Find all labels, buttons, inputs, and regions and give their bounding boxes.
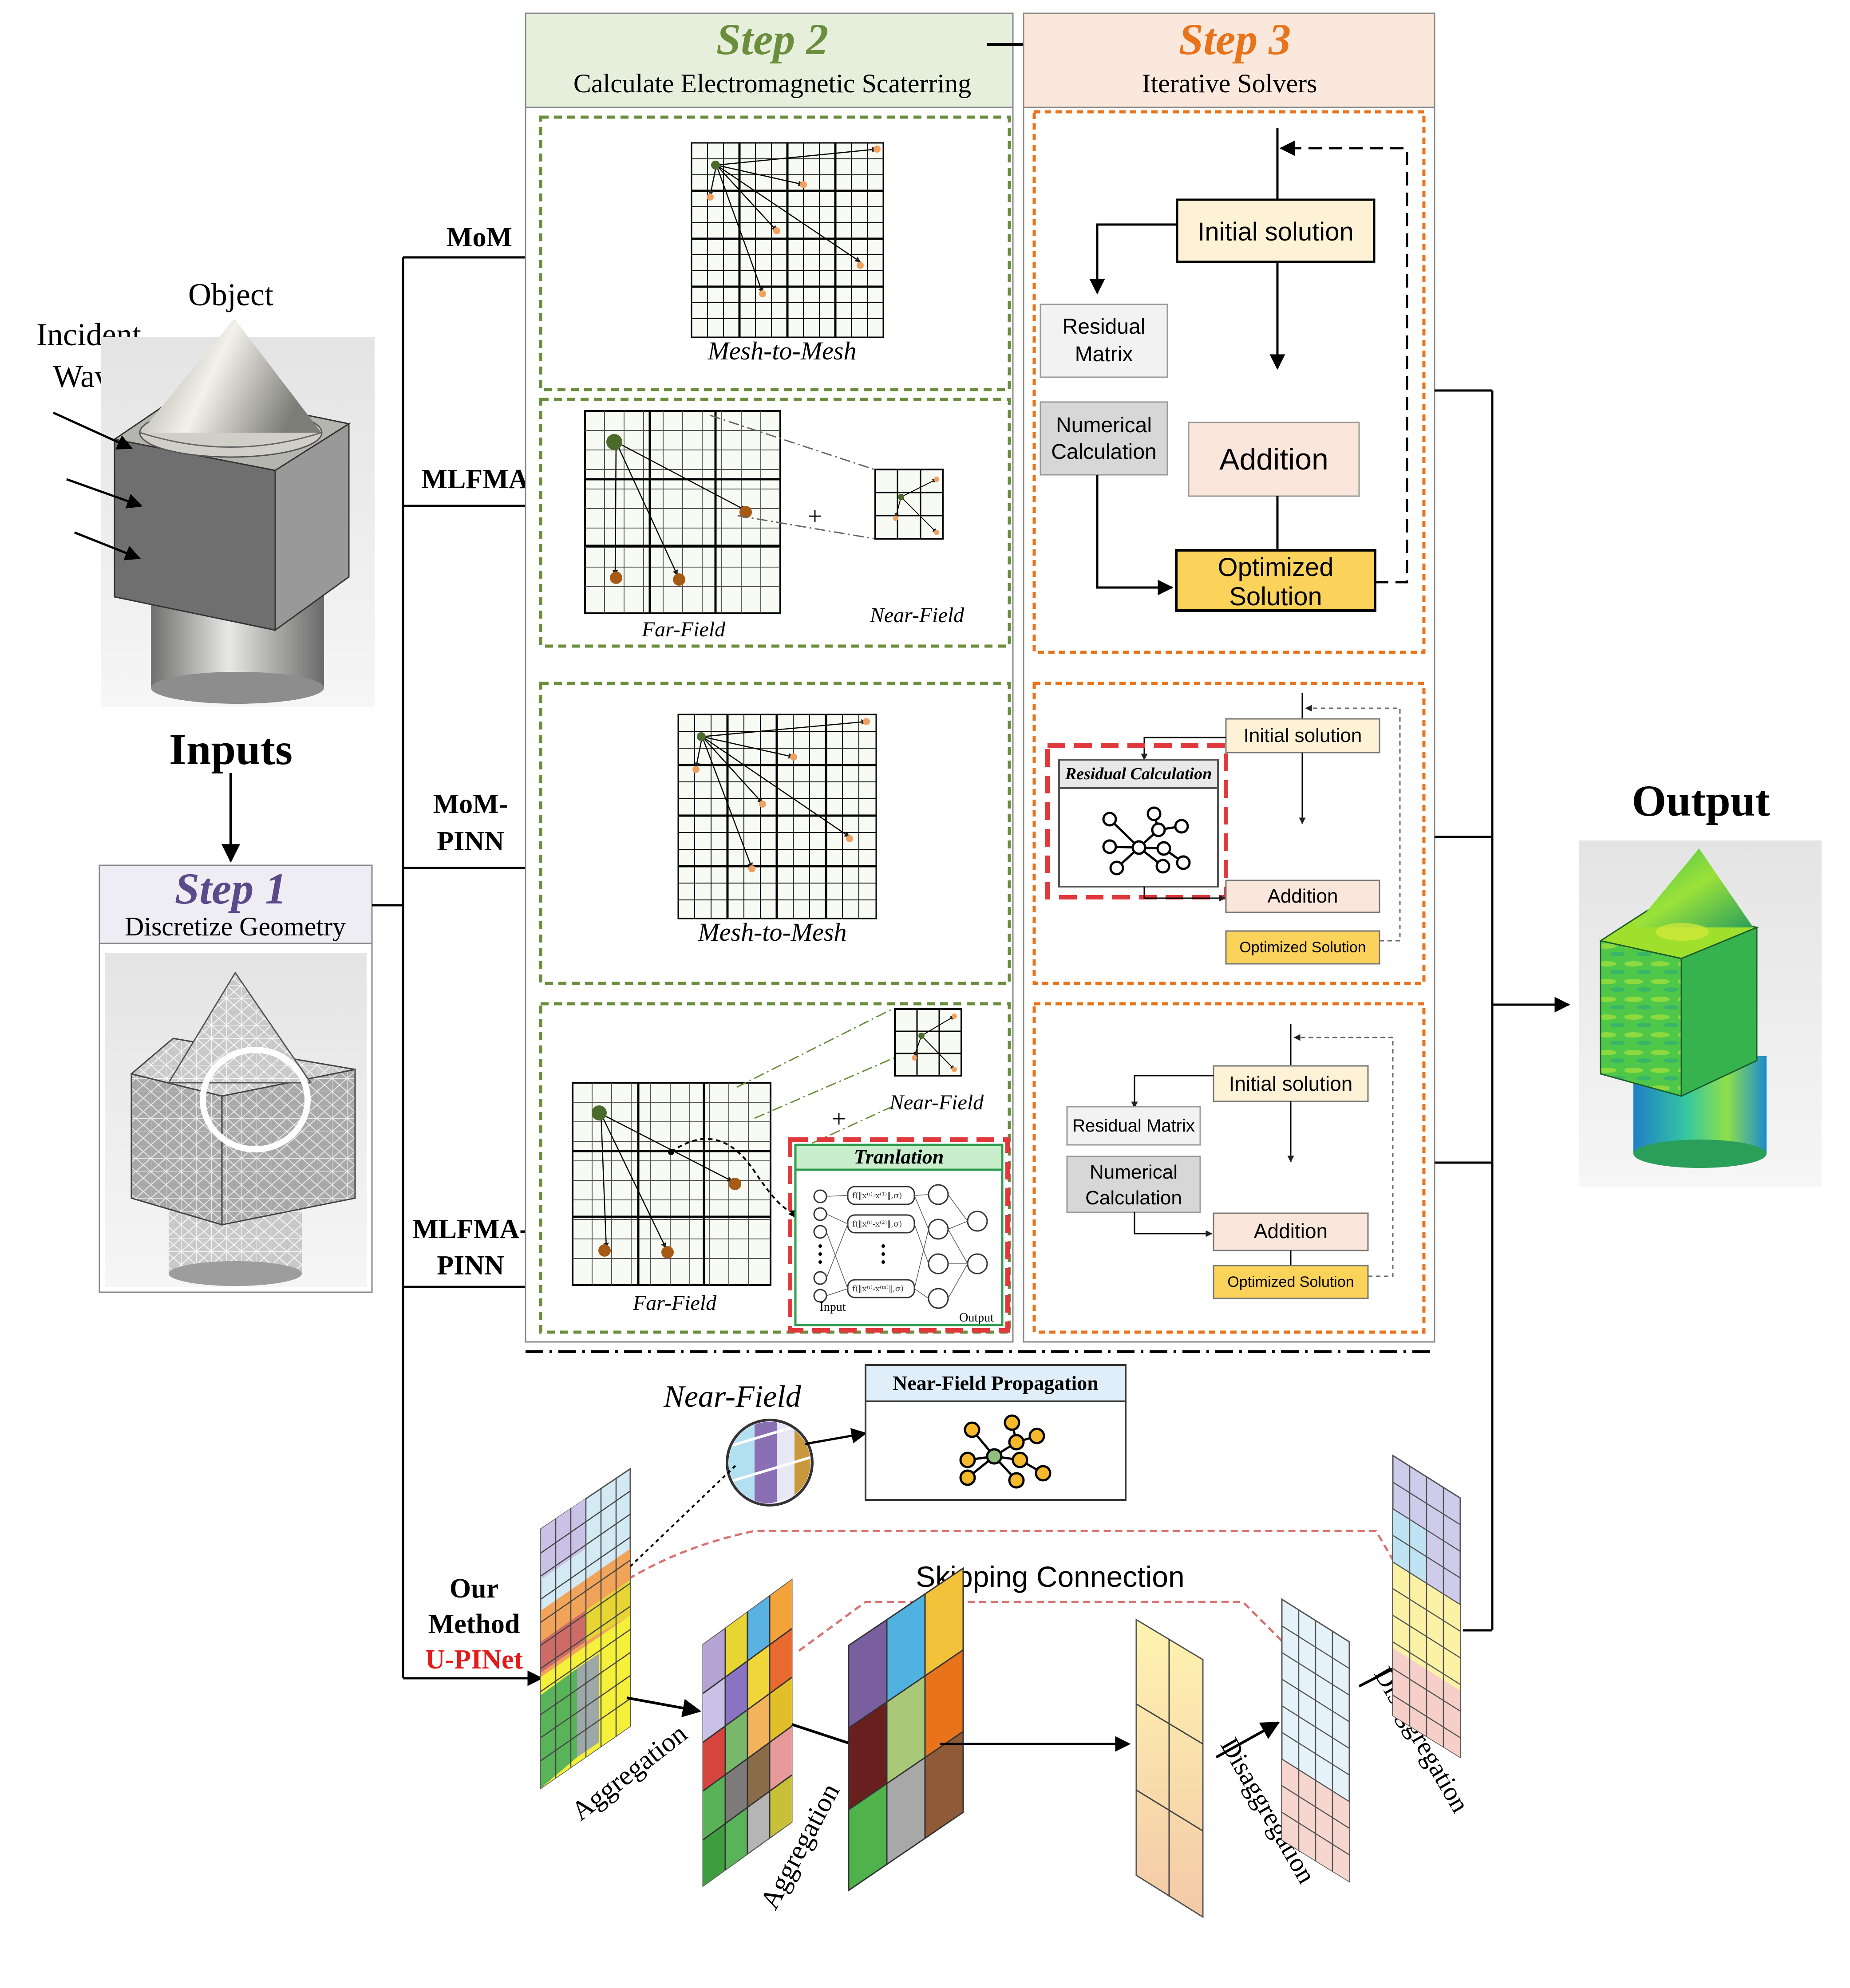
numerical-calc-3b: Calculation: [1085, 1187, 1182, 1209]
translation-network: Tranlation f(‖x⁽ᶦ⁾-x⁽¹⁾‖,σ) f(‖x⁽ᶦ⁾-x⁽²⁾‖…: [788, 1137, 1010, 1333]
output-routing-lines: [1435, 389, 1570, 1632]
net-input-label: Input: [819, 1300, 846, 1314]
addition-1: Addition: [1219, 442, 1328, 476]
output-field-image: [1579, 840, 1822, 1187]
addition-2: Addition: [1267, 885, 1338, 907]
method-mompinn-label-1: MoM-: [433, 789, 508, 819]
unet-decoder-grid-1: [1135, 1618, 1204, 1918]
initial-solution-3: Initial solution: [1229, 1072, 1353, 1095]
method-mlfmapinn-label-1: MLFMA-: [412, 1214, 529, 1244]
step2-title: Step 2: [716, 15, 829, 64]
solver-box-2: Initial solution Residual Calculation Ad…: [1032, 682, 1426, 985]
method-mompinn-label-2: PINN: [437, 826, 504, 856]
near-field-lens: [726, 1419, 867, 1507]
unet-output-grid: [1392, 1454, 1461, 1759]
step1-title: Step 1: [175, 864, 287, 913]
near-field-heading: Near-Field: [663, 1380, 802, 1414]
input-object-image: [101, 319, 375, 707]
step3-title: Step 3: [1179, 15, 1291, 64]
svg-text:f(‖x⁽ᶦ⁾-x⁽¹⁾‖,σ): f(‖x⁽ᶦ⁾-x⁽¹⁾‖,σ): [852, 1191, 902, 1200]
lens-pointer: [629, 1463, 738, 1567]
mlfma-far-caption: Far-Field: [641, 618, 726, 641]
plus-sign: +: [808, 503, 822, 530]
skip-connection-inner: [798, 1601, 1301, 1661]
disaggregation-arrow-1: [1215, 1721, 1280, 1759]
residual-matrix-1a: Residual: [1063, 315, 1146, 339]
residual-calculation: Residual Calculation: [1065, 765, 1212, 783]
skip-connection-outer: [572, 1530, 1422, 1621]
method-our-label-3: U-PINet: [425, 1645, 523, 1675]
aggregation-arrow-1: [626, 1696, 702, 1717]
near-field-propagation-title: Near-Field Propagation: [893, 1372, 1099, 1394]
initial-solution-2: Initial solution: [1244, 725, 1362, 746]
meshed-object-image: [105, 953, 367, 1287]
inputs-title: Inputs: [169, 725, 293, 774]
residual-matrix-1b: Matrix: [1075, 343, 1133, 366]
mom-box: Mesh-to-Mesh: [539, 115, 1011, 391]
mlfmapinn-box: + Near-Field Far-Field Tranlation f(‖x⁽ᶦ…: [539, 1002, 1011, 1334]
pinn-far-caption: Far-Field: [632, 1291, 717, 1315]
svg-text:f(‖x⁽ᶦ⁾-x⁽²⁾‖,σ): f(‖x⁽ᶦ⁾-x⁽²⁾‖,σ): [852, 1219, 902, 1229]
method-our-label-1: Our: [450, 1574, 498, 1604]
residual-matrix-3: Residual Matrix: [1072, 1116, 1195, 1136]
inputs-section: Object Incident Wave Inputs: [36, 277, 375, 863]
translation-title: Tranlation: [854, 1145, 944, 1168]
optimized-solution-3: Optimized Solution: [1227, 1274, 1354, 1290]
propagation-graph-icon: [959, 1414, 1051, 1489]
object-label: Object: [188, 277, 273, 312]
unet-input-grid: [540, 1467, 631, 1790]
incident-wave-arrows: [52, 411, 143, 560]
net-output-label: Output: [959, 1311, 994, 1325]
unet-bottleneck-grid: [848, 1567, 964, 1892]
optimized-1b: Solution: [1229, 582, 1322, 611]
step2-subtitle: Calculate Electromagnetic Scaterring: [573, 69, 971, 98]
svg-text:f(‖x⁽ᶦ⁾-x⁽ᵐ⁾‖,σ): f(‖x⁽ᶦ⁾-x⁽ᵐ⁾‖,σ): [852, 1284, 904, 1294]
mompinn-box: Mesh-to-Mesh: [539, 682, 1011, 985]
method-routing-lines: [372, 249, 543, 1686]
solver-box-3: Initial solution Residual Matrix Numeric…: [1032, 1002, 1426, 1334]
step1-subtitle: Discretize Geometry: [125, 912, 346, 941]
method-mom-label: MoM: [447, 222, 512, 252]
unet-decoder-grid-2: [1281, 1598, 1350, 1883]
step3-subtitle: Iterative Solvers: [1142, 69, 1317, 98]
solver-box-1: Initial solution Residual Matrix Numeric…: [1032, 110, 1426, 654]
upinet-section: Near-Field Near-Field Propagation: [540, 1364, 1475, 1918]
numerical-calc-1b: Calculation: [1051, 440, 1156, 464]
initial-solution-1: Initial solution: [1198, 217, 1353, 246]
step1-panel: Step 1 Discretize Geometry: [99, 864, 373, 1293]
method-our-label-2: Method: [428, 1609, 520, 1639]
numerical-calc-3a: Numerical: [1090, 1161, 1178, 1183]
method-labels: MoM MLFMA MoM- PINN MLFMA- PINN Our Meth…: [412, 222, 529, 1675]
optimized-solution-2: Optimized Solution: [1239, 939, 1366, 956]
pinn-near-caption: Near-Field: [889, 1091, 984, 1114]
mom-caption: Mesh-to-Mesh: [707, 336, 856, 365]
unet-level1-grid: [702, 1578, 793, 1887]
method-mlfmapinn-label-2: PINN: [437, 1250, 504, 1281]
mlfma-near-caption: Near-Field: [870, 604, 965, 627]
addition-3: Addition: [1254, 1219, 1328, 1242]
aggregation-arrow-2: [791, 1723, 854, 1746]
output-section: Output: [1579, 776, 1822, 1187]
optimized-1a: Optimized: [1218, 553, 1333, 582]
mlfma-box: + Far-Field Near-Field: [539, 398, 1011, 648]
output-title: Output: [1632, 776, 1770, 825]
mompinn-caption: Mesh-to-Mesh: [697, 918, 846, 947]
method-mlfma-label: MLFMA: [421, 464, 528, 494]
residual-graph-icon: [1102, 806, 1191, 876]
numerical-calc-1a: Numerical: [1056, 414, 1152, 437]
near-field-propagation-box: Near-Field Propagation: [865, 1364, 1127, 1501]
